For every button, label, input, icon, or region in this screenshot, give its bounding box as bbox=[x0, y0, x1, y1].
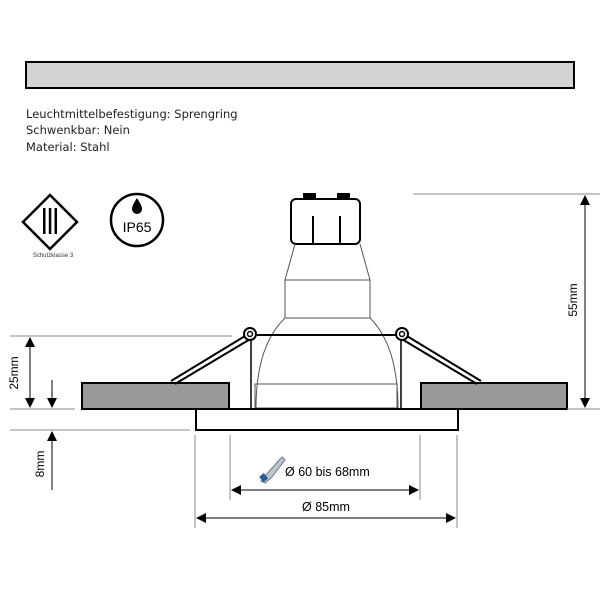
protection-class-3-icon bbox=[21, 193, 79, 251]
dim-25mm: 25mm bbox=[7, 356, 21, 389]
spec-lamp-mounting: Leuchtmittelbefestigung: Sprengring bbox=[26, 107, 238, 121]
lamp-illustration bbox=[254, 193, 399, 409]
dim-55mm: 55mm bbox=[566, 283, 580, 316]
ceiling-left bbox=[81, 382, 230, 410]
header-bar bbox=[25, 61, 575, 89]
dim-cutout: Ø 60 bis 68mm bbox=[285, 465, 370, 479]
spec-swivel: Schwenkbar: Nein bbox=[26, 123, 130, 137]
ip-rating-label: IP65 bbox=[123, 219, 152, 235]
dim-8mm: 8mm bbox=[33, 451, 47, 478]
spec-material: Material: Stahl bbox=[26, 140, 110, 154]
dimension-lines bbox=[10, 193, 600, 528]
mounting-frame bbox=[170, 327, 482, 431]
protection-class-label: Schutzklasse 3 bbox=[33, 253, 74, 259]
dim-outer-diameter: Ø 85mm bbox=[302, 500, 350, 514]
ip65-icon bbox=[109, 192, 165, 248]
ceiling-right bbox=[420, 382, 568, 410]
saw-icon bbox=[259, 456, 286, 484]
